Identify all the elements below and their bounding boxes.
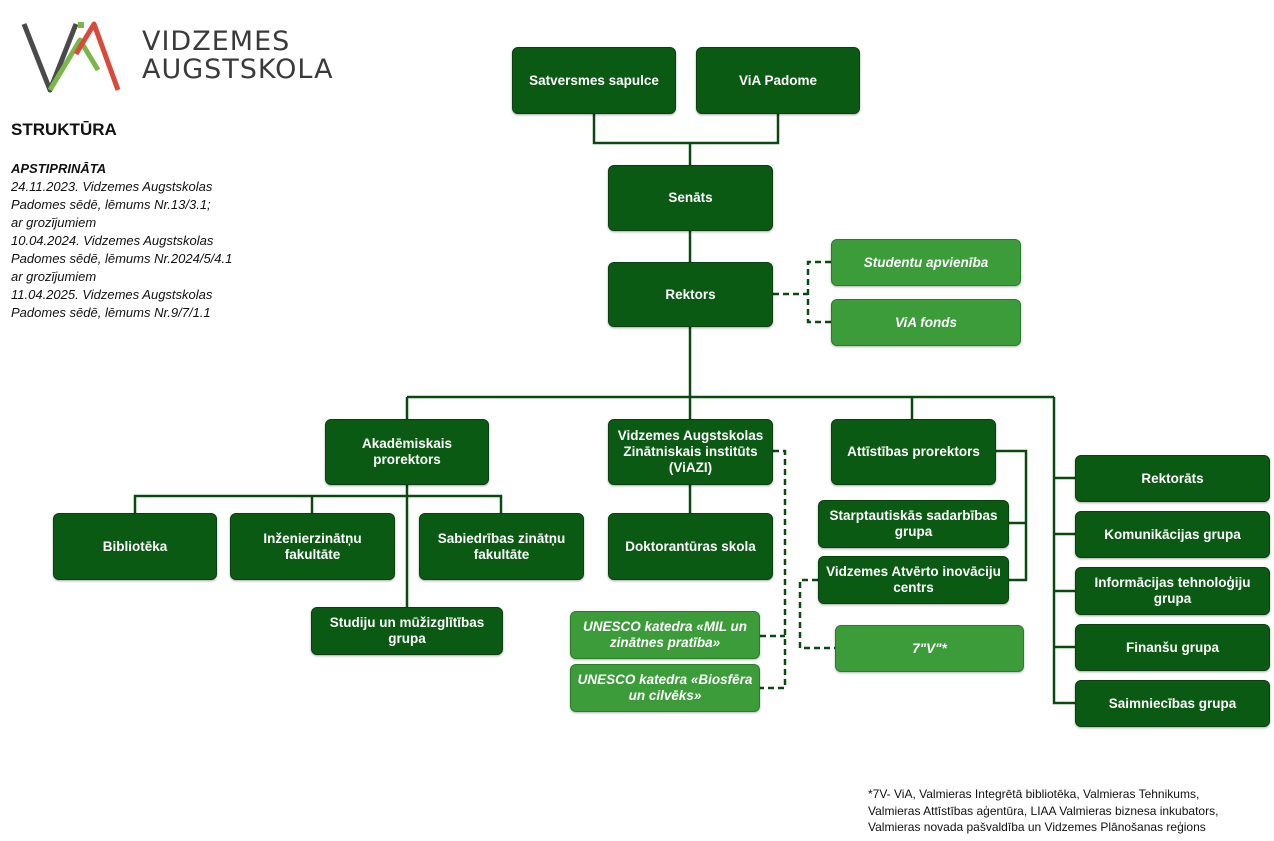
- connector-attistibas-side: [996, 449, 1028, 582]
- box-attistibas-prorektors: Attīstības prorektors: [831, 419, 996, 485]
- box-via-fonds: ViA fonds: [831, 299, 1021, 346]
- approval-line: 10.04.2024. Vidzemes Augstskolas: [11, 233, 214, 248]
- box-viazi: Vidzemes Augstskolas Zinātniskais instit…: [608, 419, 773, 485]
- box-senats: Senāts: [608, 165, 773, 231]
- approval-line: ar grozījumiem: [11, 269, 97, 284]
- box-komunikacijas-grupa: Komunikācijas grupa: [1075, 511, 1270, 558]
- box-via-padome: ViA Padome: [696, 47, 860, 114]
- logo-line-1: VIDZEMES: [142, 26, 291, 57]
- approval-line: 11.04.2025. Vidzemes Augstskolas: [11, 287, 213, 302]
- connector-akad-bus: [133, 494, 503, 513]
- page-title: STRUKTŪRA: [11, 120, 117, 139]
- approval-line: Padomes sēdē, lēmums Nr.9/7/1.1: [11, 305, 211, 320]
- box-sabiedribas-zinatnu-fakultate: Sabiedrības zinātņu fakultāte: [419, 513, 584, 580]
- box-unesco-biosfera: UNESCO katedra «Biosfēra un cilvēks»: [570, 664, 760, 712]
- box-inzenierzinatnu-fakultate: Inženierzinātņu fakultāte: [230, 513, 395, 580]
- vidzemes-augstskola-logo-icon: [21, 21, 121, 93]
- box-studentu-apvieniba: Studentu apvienība: [831, 239, 1021, 286]
- approval-label: APSTIPRINĀTA: [11, 161, 107, 176]
- box-7v: 7"V"*: [835, 625, 1024, 672]
- footnote-line: *7V- ViA, Valmieras Integrētā bibliotēka…: [868, 787, 1200, 801]
- approval-line: ar grozījumiem: [11, 215, 97, 230]
- box-informacijas-tehnologiju-grupa: Informācijas tehnoloģiju grupa: [1075, 567, 1270, 615]
- footnote: *7V- ViA, Valmieras Integrētā bibliotēka…: [868, 786, 1218, 836]
- dashed-inovaciju-7v: [798, 578, 835, 650]
- connector-admin-column: [1052, 397, 1075, 705]
- footnote-line: Valmieras novada pašvaldība un Vidzemes …: [868, 820, 1206, 834]
- approval-note: APSTIPRINĀTA 24.11.2023. Vidzemes Augsts…: [11, 160, 331, 322]
- box-unesco-mil: UNESCO katedra «MIL un zinātnes pratība»: [570, 611, 760, 659]
- connector-satversmes: [592, 114, 780, 145]
- box-doktoranturas-skola: Doktorantūras skola: [608, 513, 773, 580]
- box-rektorats: Rektorāts: [1075, 455, 1270, 502]
- logo-wordmark: VIDZEMES AUGSTSKOLA: [142, 28, 334, 84]
- approval-line: Padomes sēdē, lēmums Nr.13/3.1;: [11, 197, 211, 212]
- dashed-viazi-unesco: [760, 449, 787, 690]
- box-satversmes-sapulce: Satversmes sapulce: [512, 47, 676, 114]
- logo-line-2: AUGSTSKOLA: [142, 54, 334, 85]
- box-starptautiskas-sadarbibas-grupa: Starptautiskās sadarbības grupa: [818, 500, 1009, 548]
- dashed-rektors-bracket: [806, 260, 831, 324]
- box-inovaciju-centrs: Vidzemes Atvērto inovāciju centrs: [818, 556, 1009, 604]
- box-akademiskais-prorektors: Akadēmiskais prorektors: [325, 419, 489, 485]
- box-saimniecibas-grupa: Saimniecības grupa: [1075, 680, 1270, 727]
- box-studiju-muzizglitibas-grupa: Studiju un mūžizglītības grupa: [311, 607, 503, 655]
- footnote-line: Valmieras Attīstības aģentūra, LIAA Valm…: [868, 803, 1219, 818]
- approval-line: 24.11.2023. Vidzemes Augstskolas: [11, 179, 213, 194]
- approval-line: Padomes sēdē, lēmums Nr.2024/5/4.1: [11, 251, 233, 266]
- box-biblioteka: Bibliotēka: [53, 513, 217, 580]
- box-finansu-grupa: Finanšu grupa: [1075, 624, 1270, 671]
- box-rektors: Rektors: [608, 262, 773, 327]
